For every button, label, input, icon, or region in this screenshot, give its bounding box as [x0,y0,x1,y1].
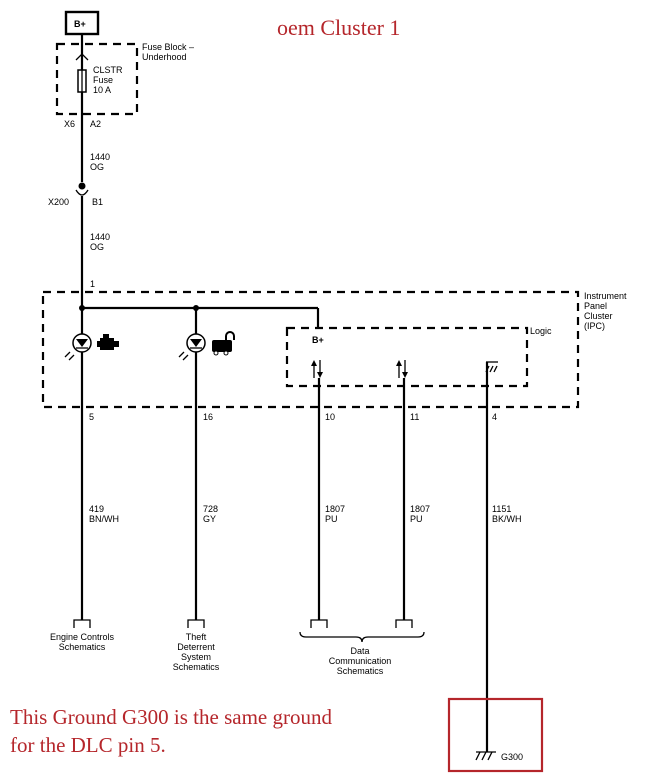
fuse-name-2: Fuse [93,75,113,85]
pin-11: 11 [410,412,419,422]
fuse-rating: 10 A [93,85,111,95]
wire-mid-color: OG [90,242,104,252]
color-bnwh: BN/WH [89,514,119,524]
ground-label: G300 [501,752,523,762]
dest-data-2: Communication [329,656,392,666]
x200-dot [78,182,86,190]
note-line-2: for the DLC pin 5. [10,733,166,757]
ipc-title-4: (IPC) [584,321,605,331]
diagram-title: oem Cluster 1 [277,15,400,40]
color-bkwh: BK/WH [492,514,522,524]
x200-connector-symbol [75,189,89,196]
circuit-728: 728 [203,504,218,514]
pin-10: 10 [325,412,335,422]
terminal-data-1 [310,619,328,628]
circuit-1807-b: 1807 [410,504,430,514]
security-lock-icon [212,331,235,356]
pin-16: 16 [203,412,213,422]
logic-bplus: B+ [312,335,324,345]
fuse-block-title-1: Fuse Block – [142,42,194,52]
ipc-title-2: Panel [584,301,607,311]
dest-data-1: Data [350,646,369,656]
logic-box [285,326,529,388]
pin-b1: B1 [92,197,103,207]
data-arrows-pin11 [396,360,408,378]
dest-theft-3: System [181,652,211,662]
circuit-1151: 1151 [492,504,511,514]
ipc-input-pin: 1 [90,279,95,289]
logic-label: Logic [530,326,552,336]
terminal-theft-deterrent [187,619,205,628]
circuit-419: 419 [89,504,104,514]
data-arrows-pin10 [311,360,323,378]
fuse-block [55,42,139,116]
led1-rays [64,351,75,361]
color-pu-b: PU [410,514,423,524]
ground-highlight-box [447,697,544,773]
led2-rays [178,351,189,361]
fuse-block-title-2: Underhood [142,52,187,62]
ipc-title-3: Cluster [584,311,613,321]
pin-a2: A2 [90,119,101,129]
led1-diode [76,339,88,347]
color-gy: GY [203,514,216,524]
connector-x200: X200 [48,197,69,207]
terminal-data-2 [395,619,413,628]
circuit-1807-a: 1807 [325,504,345,514]
pin-4: 4 [492,412,497,422]
wire-top-color: OG [90,162,104,172]
dest-theft-1: Theft [186,632,207,642]
dest-data-3: Schematics [337,666,384,676]
dest-theft-4: Schematics [173,662,220,672]
check-engine-icon [97,334,119,350]
ipc-box [41,290,580,409]
data-comm-brace [299,631,425,643]
color-pu-a: PU [325,514,338,524]
dest-engine-2: Schematics [59,642,106,652]
power-label: B+ [74,19,86,29]
connector-x6: X6 [64,119,75,129]
dest-theft-2: Deterrent [177,642,215,652]
fuse-name-1: CLSTR [93,65,123,75]
wire-top-circuit: 1440 [90,152,110,162]
note-line-1: This Ground G300 is the same ground [10,705,332,729]
ipc-title-1: Instrument [584,291,627,301]
pin-5: 5 [89,412,94,422]
ground-symbol [475,751,496,761]
led2-diode [190,339,202,347]
dest-engine-1: Engine Controls [50,632,115,642]
terminal-engine-controls [73,619,91,628]
wire-mid-circuit: 1440 [90,232,110,242]
fuse-contact [75,53,89,61]
